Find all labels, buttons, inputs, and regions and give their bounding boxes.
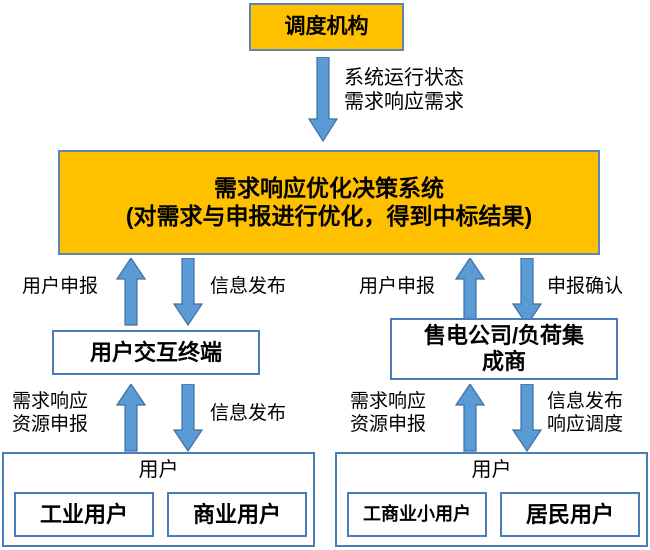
residential-user-label: 居民用户 (525, 501, 614, 527)
user-interaction-terminal-label: 用户交互终端 (89, 339, 222, 365)
user-group-right-title: 用户 (471, 459, 512, 481)
top-flow-label: 系统运行状态 需求响应需求 (344, 67, 464, 113)
arrow-down-top-flow (308, 57, 338, 142)
arrow-down-right-publish-dispatch (512, 384, 542, 452)
left-info-publish-label: 信息发布 (210, 276, 287, 297)
decision-system-line2: (对需求与申报进行优化，得到中标结果) (125, 202, 533, 229)
decision-system-box: 需求响应优化决策系统 (对需求与申报进行优化，得到中标结果) (58, 150, 600, 255)
left-resource-declare-label: 需求响应 资源申报 (12, 391, 89, 435)
arrow-down-left-info-publish-2 (173, 384, 203, 452)
user-group-left: 用户 工业用户 商业用户 (2, 452, 315, 547)
user-interaction-terminal-box: 用户交互终端 (52, 330, 260, 375)
dispatch-organization-box: 调度机构 (249, 3, 404, 51)
arrow-up-left-resource-declare (116, 384, 146, 452)
arrow-up-right-resource-declare (455, 384, 485, 452)
right-user-declare-label: 用户申报 (359, 276, 436, 297)
left-user-declare-label: 用户申报 (22, 276, 99, 297)
retailer-load-aggregator-line2: 成商 (481, 349, 526, 374)
arrow-up-right-user-declare (455, 258, 485, 326)
arrow-down-right-declare-confirm (512, 258, 542, 326)
right-resource-declare-label: 需求响应 资源申报 (350, 391, 427, 435)
industrial-user-box: 工业用户 (14, 492, 154, 537)
right-declare-confirm-label: 申报确认 (547, 276, 624, 297)
left-info-publish-2-label: 信息发布 (210, 403, 287, 424)
residential-user-box: 居民用户 (500, 492, 640, 537)
retailer-load-aggregator-box: 售电公司/负荷集 成商 (390, 318, 618, 380)
small-commercial-industrial-user-label: 工商业小用户 (363, 503, 471, 524)
arrow-down-left-info-publish (173, 258, 203, 326)
retailer-load-aggregator-line1: 售电公司/负荷集 (423, 323, 585, 349)
commercial-user-box: 商业用户 (167, 492, 307, 537)
right-publish-dispatch-label: 信息发布 响应调度 (547, 391, 624, 435)
dispatch-organization-label: 调度机构 (284, 14, 369, 38)
decision-system-line1: 需求响应优化决策系统 (214, 175, 444, 202)
commercial-user-label: 商业用户 (192, 501, 281, 527)
industrial-user-label: 工业用户 (39, 501, 128, 527)
small-commercial-industrial-user-box: 工商业小用户 (347, 492, 487, 537)
arrow-up-left-user-declare (116, 258, 146, 326)
user-group-left-title: 用户 (138, 459, 179, 481)
user-group-right: 用户 工商业小用户 居民用户 (335, 452, 648, 547)
